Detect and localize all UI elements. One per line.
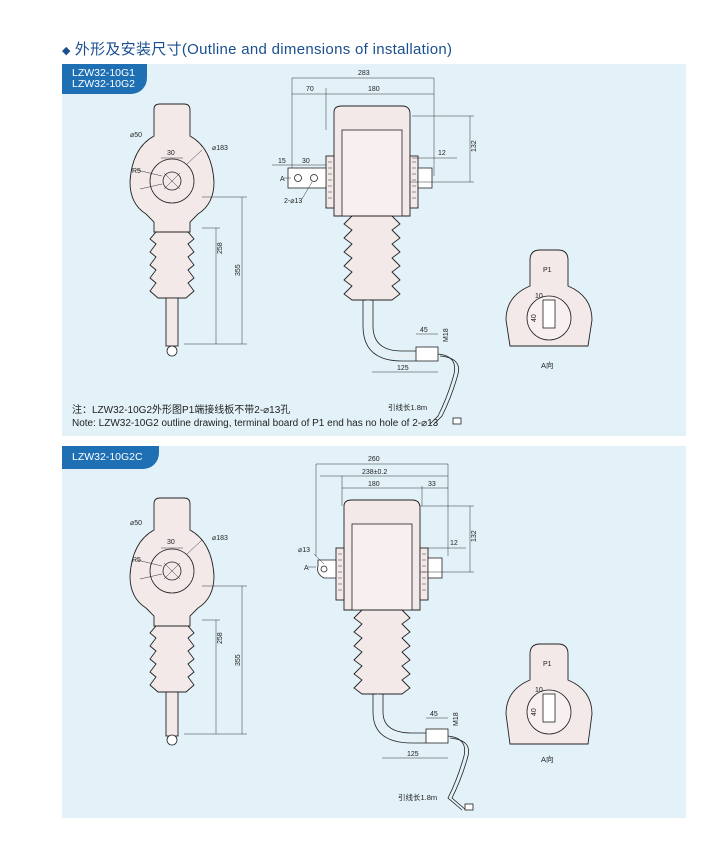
side-view: 260 238±0.2 180 33 A ⌀13 12: [298, 456, 478, 811]
dim-12: 12: [438, 150, 446, 157]
note-english: Note: LZW32-10G2 outline drawing, termin…: [72, 418, 439, 429]
dim-45: 45: [420, 327, 428, 334]
front-view: ⌀50 30 R5 ⌀183 258 355: [129, 497, 247, 746]
model-name-g1: LZW32-10G1: [72, 67, 136, 79]
front-view: ⌀50 30 R5 ⌀183 258 355: [129, 103, 247, 357]
dim-diameter-183: ⌀183: [212, 145, 228, 152]
dim-132: 132: [471, 140, 478, 152]
dim-r5: R5: [132, 168, 141, 175]
dim-diameter-50: ⌀50: [130, 132, 142, 139]
dim-132: 132: [471, 530, 478, 542]
dim-holes-2x13: 2-⌀13: [284, 198, 302, 205]
p1-label: P1: [543, 267, 552, 274]
dim-diameter-13: ⌀13: [298, 547, 310, 554]
lead-length-label: 引线长1.8m: [388, 402, 427, 412]
dim-30-side: 30: [302, 158, 310, 165]
dim-283: 283: [358, 70, 370, 77]
dim-r5: R5: [132, 557, 141, 564]
dim-45: 45: [430, 711, 438, 718]
p1-label: P1: [543, 661, 552, 668]
outline-drawing-2: ⌀50 30 R5 ⌀183 258 355 260 238±0.2 180 3…: [129, 456, 593, 811]
view-a-detail: P1 10 40 A向: [505, 249, 593, 370]
section-heading: ◆外形及安装尺寸(Outline and dimensions of insta…: [62, 38, 452, 59]
dim-10: 10: [535, 293, 543, 300]
dim-diameter-50: ⌀50: [130, 520, 142, 527]
view-a-label: A向: [541, 360, 554, 370]
dim-125: 125: [397, 365, 409, 372]
model-name-g2: LZW32-10G2: [72, 78, 136, 90]
drawing-panel-g2c: LZW32-10G2C ⌀50 30 R5 ⌀183 258 355: [62, 446, 686, 818]
drawing-panel-g1-g2: LZW32-10G1 LZW32-10G2: [62, 64, 686, 436]
note-block: 注：LZW32-10G2外形图P1端接线板不带2-⌀13孔 Note: LZW3…: [72, 404, 438, 430]
view-a-marker: A: [304, 565, 309, 572]
view-a-detail: P1 10 40 A向: [505, 643, 593, 764]
diamond-bullet-icon: ◆: [62, 45, 71, 57]
dim-15: 15: [278, 158, 286, 165]
outline-drawing-1: ⌀50 30 R5 ⌀183 258 355 283 70 180: [129, 70, 593, 425]
dim-30: 30: [167, 539, 175, 546]
model-tag: LZW32-10G1 LZW32-10G2: [62, 64, 148, 94]
dim-355: 355: [235, 264, 242, 276]
dim-180: 180: [368, 86, 380, 93]
dim-260: 260: [368, 456, 380, 463]
dim-m18: M18: [453, 712, 460, 726]
lead-length-label: 引线长1.8m: [398, 792, 437, 802]
view-a-marker: A: [280, 176, 285, 183]
dim-12: 12: [450, 540, 458, 547]
dim-10: 10: [535, 687, 543, 694]
dim-238: 238±0.2: [362, 469, 387, 476]
dim-diameter-183: ⌀183: [212, 535, 228, 542]
dim-258: 258: [217, 242, 224, 254]
insulator-sheds: [149, 231, 195, 299]
dim-180: 180: [368, 481, 380, 488]
note-chinese: 注：LZW32-10G2外形图P1端接线板不带2-⌀13孔: [72, 405, 291, 416]
dim-125: 125: [407, 751, 419, 758]
dim-33: 33: [428, 481, 436, 488]
dim-355: 355: [235, 654, 242, 666]
dim-m18: M18: [443, 328, 450, 342]
dim-30: 30: [167, 150, 175, 157]
side-view: 283 70 180 A 15 30: [272, 70, 478, 425]
heading-text: 外形及安装尺寸(Outline and dimensions of instal…: [74, 41, 453, 58]
view-a-label: A向: [541, 754, 554, 764]
dim-40: 40: [531, 708, 538, 716]
dim-70: 70: [306, 86, 314, 93]
model-tag: LZW32-10G2C: [62, 446, 159, 469]
dim-258: 258: [217, 632, 224, 644]
dim-40: 40: [531, 314, 538, 322]
